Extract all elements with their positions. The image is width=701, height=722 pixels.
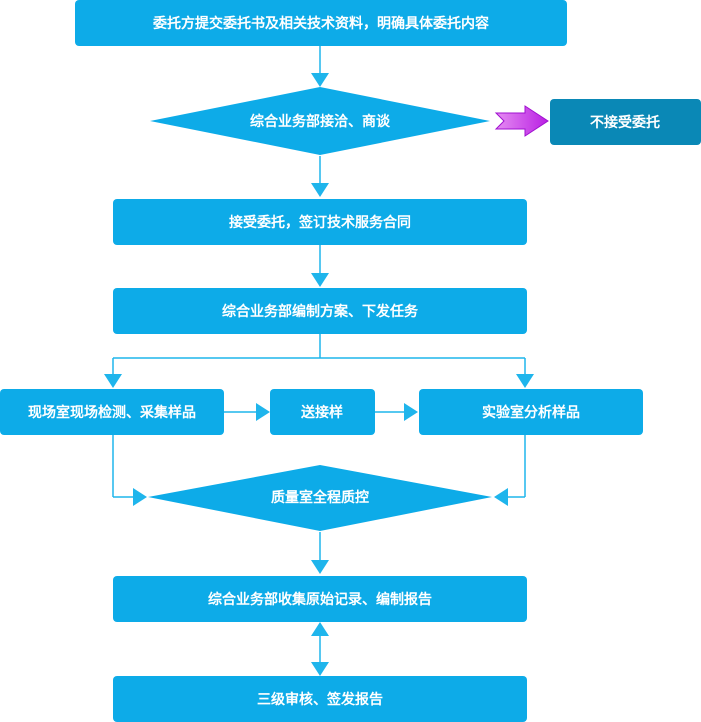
- step-report-box: [113, 576, 527, 622]
- arrowhead-right-icon: [404, 403, 418, 421]
- arrowhead-right-icon: [133, 488, 147, 506]
- reject-label: 不接受委托: [590, 114, 660, 131]
- step-plan-label: 综合业务部编制方案、下发任务: [222, 303, 419, 320]
- reject-arrow-icon: [494, 105, 549, 137]
- arrowhead-right-icon: [256, 403, 270, 421]
- step-submit-label: 委托方提交委托书及相关技术资料，明确具体委托内容: [152, 15, 489, 32]
- arrowhead-down-icon: [311, 183, 329, 197]
- step-review-label: 三级审核、签发报告: [257, 691, 383, 708]
- step-plan-box: [113, 288, 527, 334]
- arrowhead-down-icon: [104, 374, 122, 388]
- connector-lines: [112, 46, 526, 664]
- arrowhead-down-icon: [311, 662, 329, 676]
- step-delivery-box: [270, 389, 375, 435]
- step-field-box: [0, 389, 224, 435]
- step-contract-label: 接受委托，签订技术服务合同: [229, 214, 411, 231]
- step-contract-box: [113, 199, 527, 245]
- arrowheads: [104, 73, 534, 676]
- decision-negotiate-diamond: [150, 87, 490, 155]
- arrowhead-down-icon: [311, 273, 329, 287]
- decision-qc-label: 质量室全程质控: [271, 489, 369, 506]
- step-report-label: 综合业务部收集原始记录、编制报告: [208, 591, 432, 608]
- arrowhead-up-icon: [311, 622, 329, 636]
- step-submit-box: [75, 0, 567, 46]
- decision-negotiate-label: 综合业务部接洽、商谈: [250, 113, 391, 130]
- step-lab-box: [419, 389, 643, 435]
- step-review-box: [113, 676, 527, 722]
- step-delivery-label: 送接样: [300, 404, 343, 421]
- arrowhead-down-icon: [311, 560, 329, 574]
- step-lab-label: 实验室分析样品: [482, 404, 580, 421]
- arrowhead-down-icon: [311, 73, 329, 87]
- decision-qc-diamond: [148, 465, 492, 531]
- arrowhead-down-icon: [516, 374, 534, 388]
- step-field-label: 现场室现场检测、采集样品: [28, 404, 196, 421]
- reject-box: [550, 99, 701, 145]
- arrowhead-left-icon: [494, 488, 508, 506]
